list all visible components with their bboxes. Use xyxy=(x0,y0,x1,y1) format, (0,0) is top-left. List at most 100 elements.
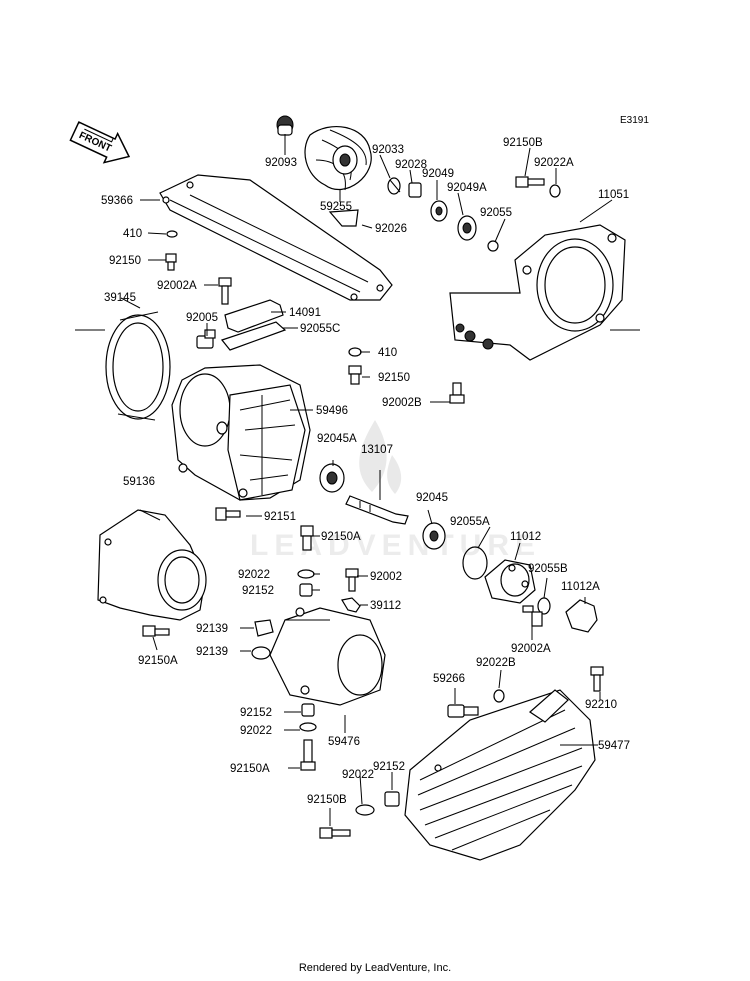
steering-nozzle-59476-drawing xyxy=(269,607,386,706)
label-59255: 59255 xyxy=(320,201,352,213)
label-59476: 59476 xyxy=(328,736,360,748)
shaft-13107-drawing xyxy=(345,495,409,525)
collar-92139-b-drawing xyxy=(251,646,271,660)
impeller-drawing xyxy=(304,126,372,191)
label-13107: 13107 xyxy=(361,444,393,456)
collar-92152-mid-drawing xyxy=(299,583,313,597)
bolt-92002b-drawing xyxy=(449,382,465,404)
label-92139-b: 92139 xyxy=(196,646,228,658)
label-92002A-bottom: 92002A xyxy=(511,643,551,655)
pump-bowl-59496-drawing xyxy=(171,364,311,501)
label-11051: 11051 xyxy=(598,189,629,201)
bolt-92151-drawing xyxy=(215,507,241,521)
label-410-mid: 410 xyxy=(378,347,397,359)
front-arrow-icon: FRONT xyxy=(69,121,131,164)
label-59477: 59477 xyxy=(598,740,630,752)
label-92002A-top: 92002A xyxy=(157,280,197,292)
label-59366: 59366 xyxy=(101,195,133,207)
label-92022-bottom: 92022 xyxy=(342,769,374,781)
parts-drawings xyxy=(97,115,626,861)
label-92022-low: 92022 xyxy=(240,725,272,737)
cover-plate-drawing xyxy=(159,174,393,301)
label-92150-top: 92150 xyxy=(109,255,141,267)
label-92055A: 92055A xyxy=(450,516,490,528)
collar-92152-low-drawing xyxy=(301,703,315,717)
lever-39112-drawing xyxy=(341,597,361,613)
bolt-92150b-bottom-drawing xyxy=(319,827,351,839)
label-92152-low: 92152 xyxy=(240,707,272,719)
label-14091: 14091 xyxy=(289,307,321,319)
label-92150A-low: 92150A xyxy=(230,763,270,775)
washer-410-mid-drawing xyxy=(348,347,362,357)
label-92022-mid: 92022 xyxy=(238,569,270,581)
washer-92022a-drawing xyxy=(549,184,561,198)
label-39112: 39112 xyxy=(370,600,401,612)
ring-39145-drawing xyxy=(105,311,171,421)
label-11012A: 11012A xyxy=(561,581,600,593)
label-92150B-top: 92150B xyxy=(503,137,543,149)
label-92049: 92049 xyxy=(422,168,454,180)
bolt-92210-drawing xyxy=(590,666,604,692)
label-59266: 59266 xyxy=(433,673,465,685)
label-410-top: 410 xyxy=(123,228,142,240)
label-92033: 92033 xyxy=(372,144,404,156)
bolt-92150-top-drawing xyxy=(165,253,177,271)
bolt-92150a-mid-drawing xyxy=(300,525,314,551)
label-92150A-left: 92150A xyxy=(138,655,178,667)
cap-11012a-drawing xyxy=(565,599,598,633)
washer-92022b-drawing xyxy=(493,689,505,703)
part-labels: 92093 92033 92028 92049 92049A 92150B 92… xyxy=(101,137,630,806)
plate-92026-drawing xyxy=(328,209,359,227)
label-92049A: 92049A xyxy=(447,182,487,194)
label-59496: 59496 xyxy=(316,405,348,417)
nozzle-59136-drawing xyxy=(97,509,207,621)
washer-92022-bottom-drawing xyxy=(355,804,375,816)
cap-11012-drawing xyxy=(484,559,536,604)
o-ring-92055c-drawing xyxy=(220,321,287,351)
label-92150A-mid: 92150A xyxy=(321,531,361,543)
nipple-92005-drawing xyxy=(196,329,216,349)
label-92055C: 92055C xyxy=(300,323,340,335)
watermark-text: LEADVENTURE xyxy=(250,529,541,562)
label-92152-mid: 92152 xyxy=(242,585,274,597)
bearing-92045a-drawing xyxy=(319,463,345,493)
plug-92093-drawing xyxy=(276,115,294,136)
label-92002B: 92002B xyxy=(382,397,422,409)
washer-410-top-drawing xyxy=(166,230,178,238)
label-92210: 92210 xyxy=(585,699,617,711)
label-39145: 39145 xyxy=(104,292,136,304)
bolt-92002a-bottom-drawing xyxy=(522,605,543,627)
fitting-59266-drawing xyxy=(447,704,479,718)
label-92028: 92028 xyxy=(395,159,427,171)
collar-92152-bottom-drawing xyxy=(384,791,400,807)
label-92055B: 92055B xyxy=(528,563,568,575)
label-92055: 92055 xyxy=(480,207,512,219)
diagram-code: E3191 xyxy=(620,115,649,126)
label-92022B: 92022B xyxy=(476,657,516,669)
label-92150B-bottom: 92150B xyxy=(307,794,347,806)
label-92022A: 92022A xyxy=(534,157,574,169)
bolt-92150-mid-drawing xyxy=(348,365,362,385)
label-92045A: 92045A xyxy=(317,433,357,445)
label-92139-a: 92139 xyxy=(196,623,228,635)
cap-14091-drawing xyxy=(224,299,284,333)
housing-11051-drawing xyxy=(449,224,626,361)
bolt-92150b-top-drawing xyxy=(515,176,545,188)
label-92152-bottom: 92152 xyxy=(373,761,405,773)
label-92005: 92005 xyxy=(186,312,218,324)
collar-92139-a-drawing xyxy=(254,619,274,637)
washer-92022-low-drawing xyxy=(299,722,317,732)
grille-59477-drawing xyxy=(404,689,596,861)
label-92002: 92002 xyxy=(370,571,402,583)
bolt-92150a-low-drawing xyxy=(300,739,316,771)
label-11012: 11012 xyxy=(510,531,541,543)
leader-lines xyxy=(75,134,640,826)
bolt-92150a-left-drawing xyxy=(142,625,170,637)
washer-92022-mid-drawing xyxy=(297,569,315,579)
bolt-92002a-top-drawing xyxy=(218,277,232,305)
label-92093: 92093 xyxy=(265,157,297,169)
label-59136: 59136 xyxy=(123,476,155,488)
label-92026: 92026 xyxy=(375,223,407,235)
o-ring-92055a-drawing xyxy=(462,546,488,580)
